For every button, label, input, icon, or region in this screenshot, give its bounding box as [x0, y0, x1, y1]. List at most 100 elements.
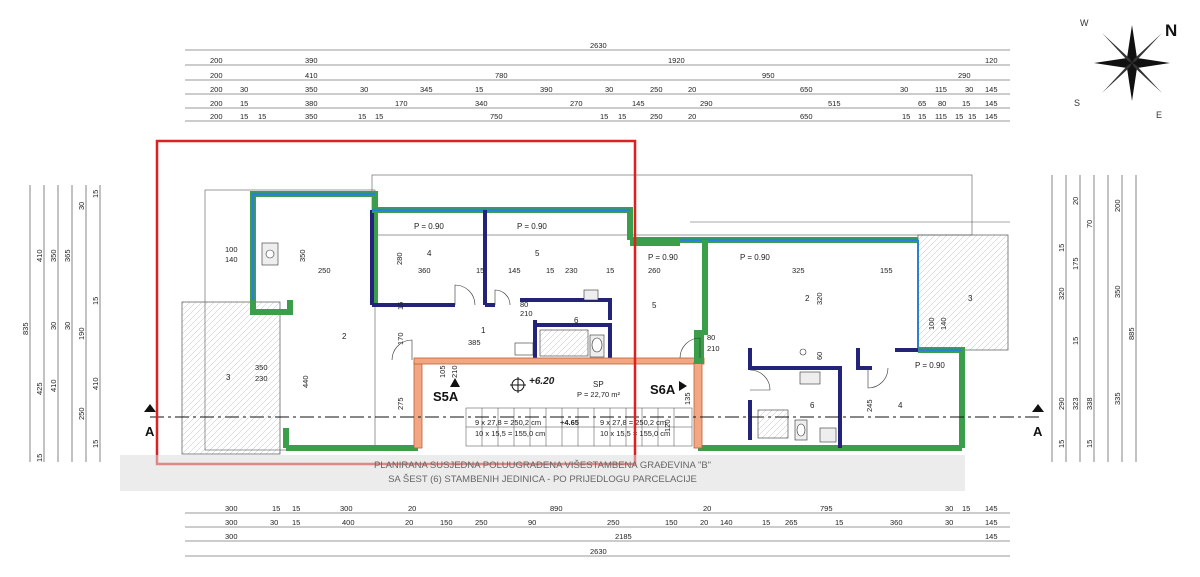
- svg-text:200: 200: [210, 71, 223, 80]
- svg-text:440: 440: [301, 375, 310, 388]
- svg-text:15: 15: [918, 112, 926, 121]
- outline-lines: [204, 174, 1010, 451]
- svg-text:650: 650: [800, 112, 813, 121]
- svg-text:30: 30: [77, 202, 86, 210]
- svg-text:15: 15: [1071, 337, 1080, 345]
- svg-text:835: 835: [21, 322, 30, 335]
- svg-text:15: 15: [91, 440, 100, 448]
- svg-text:90: 90: [528, 518, 536, 527]
- svg-text:425: 425: [35, 382, 44, 395]
- door-swings: [391, 284, 889, 391]
- svg-text:300: 300: [225, 532, 238, 541]
- svg-text:270: 270: [570, 99, 583, 108]
- note-line-2: SA ŠEST (6) STAMBENIH JEDINICA - PO PRIJ…: [388, 474, 697, 485]
- dimension-lines-right: [1051, 175, 1137, 462]
- svg-text:170: 170: [396, 332, 405, 345]
- svg-text:390: 390: [540, 85, 553, 94]
- svg-text:200: 200: [210, 99, 223, 108]
- stair-core-walls: [413, 240, 705, 449]
- svg-text:890: 890: [550, 504, 563, 513]
- svg-text:20: 20: [1071, 197, 1080, 205]
- svg-text:15: 15: [962, 99, 970, 108]
- svg-text:140: 140: [720, 518, 733, 527]
- svg-text:70: 70: [1085, 220, 1094, 228]
- svg-text:15: 15: [358, 112, 366, 121]
- svg-text:135: 135: [683, 392, 692, 405]
- svg-text:360: 360: [890, 518, 903, 527]
- svg-text:15: 15: [272, 504, 280, 513]
- svg-text:15: 15: [292, 504, 300, 513]
- svg-text:250: 250: [318, 266, 331, 275]
- room-4-right-number: 4: [898, 401, 903, 410]
- svg-text:145: 145: [985, 532, 998, 541]
- svg-text:65: 65: [918, 99, 926, 108]
- svg-text:155: 155: [880, 266, 893, 275]
- walls-right-unit: [680, 237, 965, 451]
- svg-text:115: 115: [935, 112, 947, 121]
- walls-left-unit: [250, 191, 680, 451]
- bathroom-fixtures: [261, 242, 837, 443]
- svg-text:210: 210: [450, 365, 459, 378]
- svg-text:265: 265: [785, 518, 798, 527]
- section-s6a: S6A: [650, 382, 676, 397]
- svg-text:350: 350: [255, 363, 268, 372]
- svg-text:750: 750: [490, 112, 503, 121]
- room-2-right-area: P = 0.90: [740, 253, 770, 262]
- svg-text:30: 30: [945, 518, 953, 527]
- room-4-left-number: 4: [427, 249, 432, 258]
- svg-text:385: 385: [468, 338, 481, 347]
- svg-text:300: 300: [225, 504, 238, 513]
- section-label-left: A: [145, 424, 155, 439]
- stair-steps-1: 9 x 27,8 = 250,2 cm: [475, 418, 541, 427]
- section-markers: S5A S6A: [433, 378, 687, 404]
- stair-level: +6.20: [529, 376, 555, 387]
- svg-text:410: 410: [35, 249, 44, 262]
- compass-rose-icon: [1094, 25, 1170, 101]
- neighbor-building-note: PLANIRANA SUSJEDNA POLUUGRAĐENA VIŠESTAM…: [120, 455, 965, 491]
- svg-text:15: 15: [35, 454, 44, 462]
- dimension-texts-top: 2630 200 390 1920 120 200 410 780 950 29…: [210, 41, 998, 121]
- room-5-left-number: 5: [535, 249, 540, 258]
- svg-text:885: 885: [1127, 327, 1136, 340]
- svg-text:20: 20: [405, 518, 413, 527]
- svg-text:80: 80: [707, 333, 715, 342]
- svg-text:200: 200: [1113, 199, 1122, 212]
- inner-dimensions: 100 140 250 350 280 360 15 145 15 230 15…: [225, 245, 948, 432]
- svg-text:15: 15: [1057, 440, 1066, 448]
- svg-text:290: 290: [1057, 397, 1066, 410]
- svg-text:950: 950: [762, 71, 775, 80]
- svg-text:15: 15: [91, 190, 100, 198]
- terrace-left: [181, 301, 281, 455]
- svg-text:400: 400: [342, 518, 355, 527]
- svg-text:30: 30: [270, 518, 278, 527]
- svg-text:30: 30: [360, 85, 368, 94]
- svg-text:15: 15: [1085, 440, 1094, 448]
- svg-text:300: 300: [340, 504, 353, 513]
- svg-text:515: 515: [828, 99, 841, 108]
- svg-text:780: 780: [495, 71, 508, 80]
- svg-text:30: 30: [605, 85, 613, 94]
- svg-text:15: 15: [1057, 244, 1066, 252]
- dimension-texts-right: 885 350 335 200 20 15 70 15 320 175 15 2…: [1057, 197, 1136, 448]
- svg-text:170: 170: [395, 99, 408, 108]
- svg-text:15: 15: [606, 266, 614, 275]
- svg-text:60: 60: [815, 352, 824, 360]
- svg-text:338: 338: [1085, 397, 1094, 410]
- svg-text:200: 200: [210, 85, 223, 94]
- svg-text:80: 80: [938, 99, 946, 108]
- svg-text:15: 15: [902, 112, 910, 121]
- room-6-right-number: 6: [810, 401, 815, 410]
- svg-text:280: 280: [395, 252, 404, 265]
- svg-text:30: 30: [63, 322, 72, 330]
- svg-text:350: 350: [305, 112, 318, 121]
- dimension-texts-bottom: 300 15 15 300 400 20 890 20 795 30 15 14…: [225, 504, 998, 556]
- svg-text:350: 350: [298, 249, 307, 262]
- svg-text:30: 30: [900, 85, 908, 94]
- staircase: [465, 407, 693, 447]
- stair-labels: +6.20 SP P = 22,70 m² +4.65 9 x 27,8 = 2…: [475, 376, 670, 438]
- svg-text:15: 15: [475, 85, 483, 94]
- svg-text:275: 275: [396, 397, 405, 410]
- dimension-lines-left: [29, 185, 101, 462]
- svg-text:15: 15: [955, 112, 963, 121]
- room-3-left-number: 3: [226, 373, 231, 382]
